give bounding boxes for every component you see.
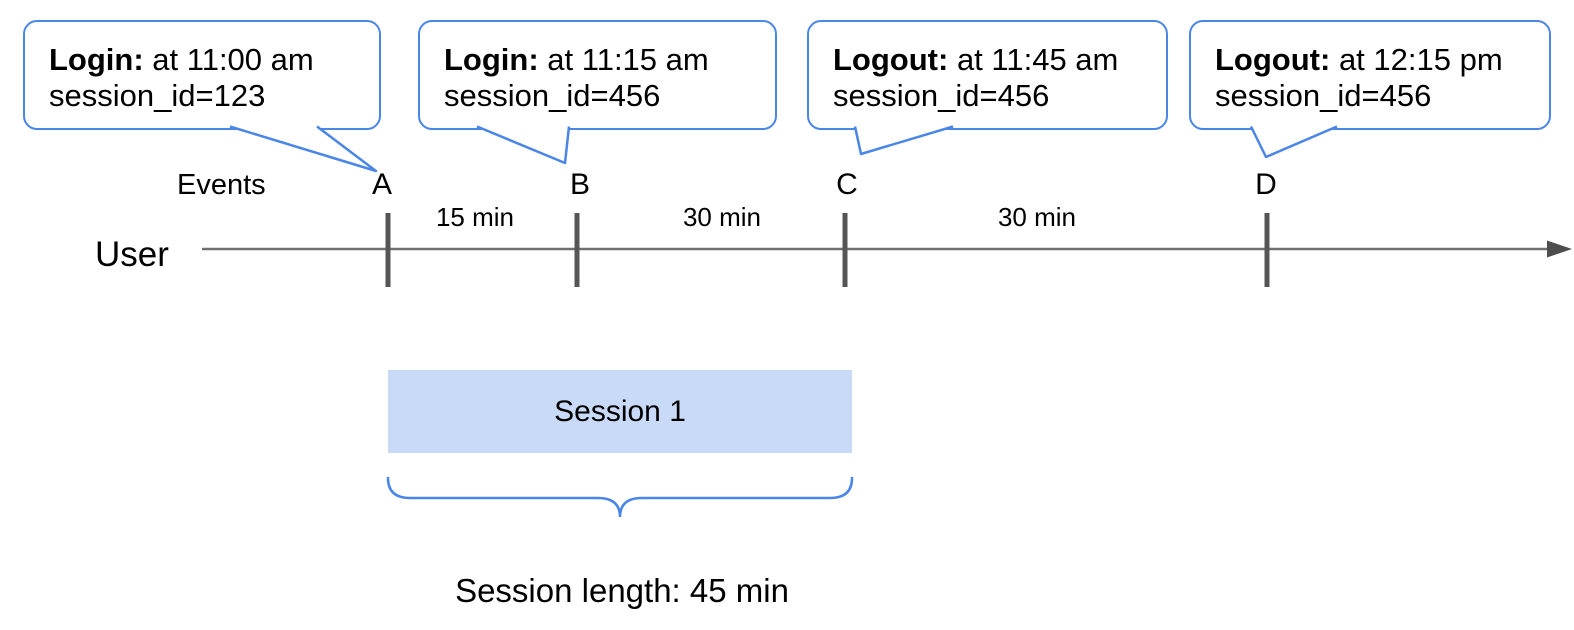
event-time-label: at 12:15 pm [1330,42,1503,77]
events-row-label: Events [177,169,266,201]
callout-session-id: session_id=456 [1215,78,1432,113]
session-1-label: Session 1 [554,394,686,428]
callout-event-line: Login: at 11:15 am [444,42,775,78]
callout-event-line: Logout: at 12:15 pm [1215,42,1549,78]
tick-label-b: B [569,168,591,201]
tick-label-c: C [836,168,858,201]
callout-session-id: session_id=456 [444,78,661,113]
timeline-arrowhead-icon [1547,240,1572,258]
callout-bubble-d: Logout: at 12:15 pm session_id=456 [1189,20,1551,130]
interval-label-bc: 30 min [682,202,762,232]
callout-bubble-b: Login: at 11:15 am session_id=456 [418,20,777,130]
event-type-label: Login: [49,42,144,77]
callout-event-line: Login: at 11:00 am [49,42,379,78]
callout-tail-a [229,125,378,173]
callout-session-id: session_id=123 [49,78,266,113]
event-time-label: at 11:15 am [538,42,709,77]
tick-label-d: D [1255,168,1277,201]
session-length-brace [386,476,854,518]
callout-tail-b [476,125,571,165]
callout-session-id: session_id=456 [833,78,1050,113]
event-type-label: Logout: [1215,42,1331,77]
interval-label-ab: 15 min [435,202,515,232]
session-1-box: Session 1 [388,370,852,453]
event-type-label: Login: [444,42,539,77]
callout-event-line: Logout: at 11:45 am [833,42,1166,78]
user-axis-label: User [95,235,169,274]
callout-tail-d [1249,125,1338,159]
callout-bubble-c: Logout: at 11:45 am session_id=456 [807,20,1168,130]
event-type-label: Logout: [833,42,949,77]
event-time-label: at 11:00 am [143,42,314,77]
interval-label-cd: 30 min [997,202,1077,232]
session-length-label: Session length: 45 min [455,572,789,609]
event-time-label: at 11:45 am [948,42,1119,77]
callout-tail-c [853,125,954,156]
tick-label-a: A [371,168,393,201]
callout-bubble-a: Login: at 11:00 am session_id=123 [23,20,381,130]
